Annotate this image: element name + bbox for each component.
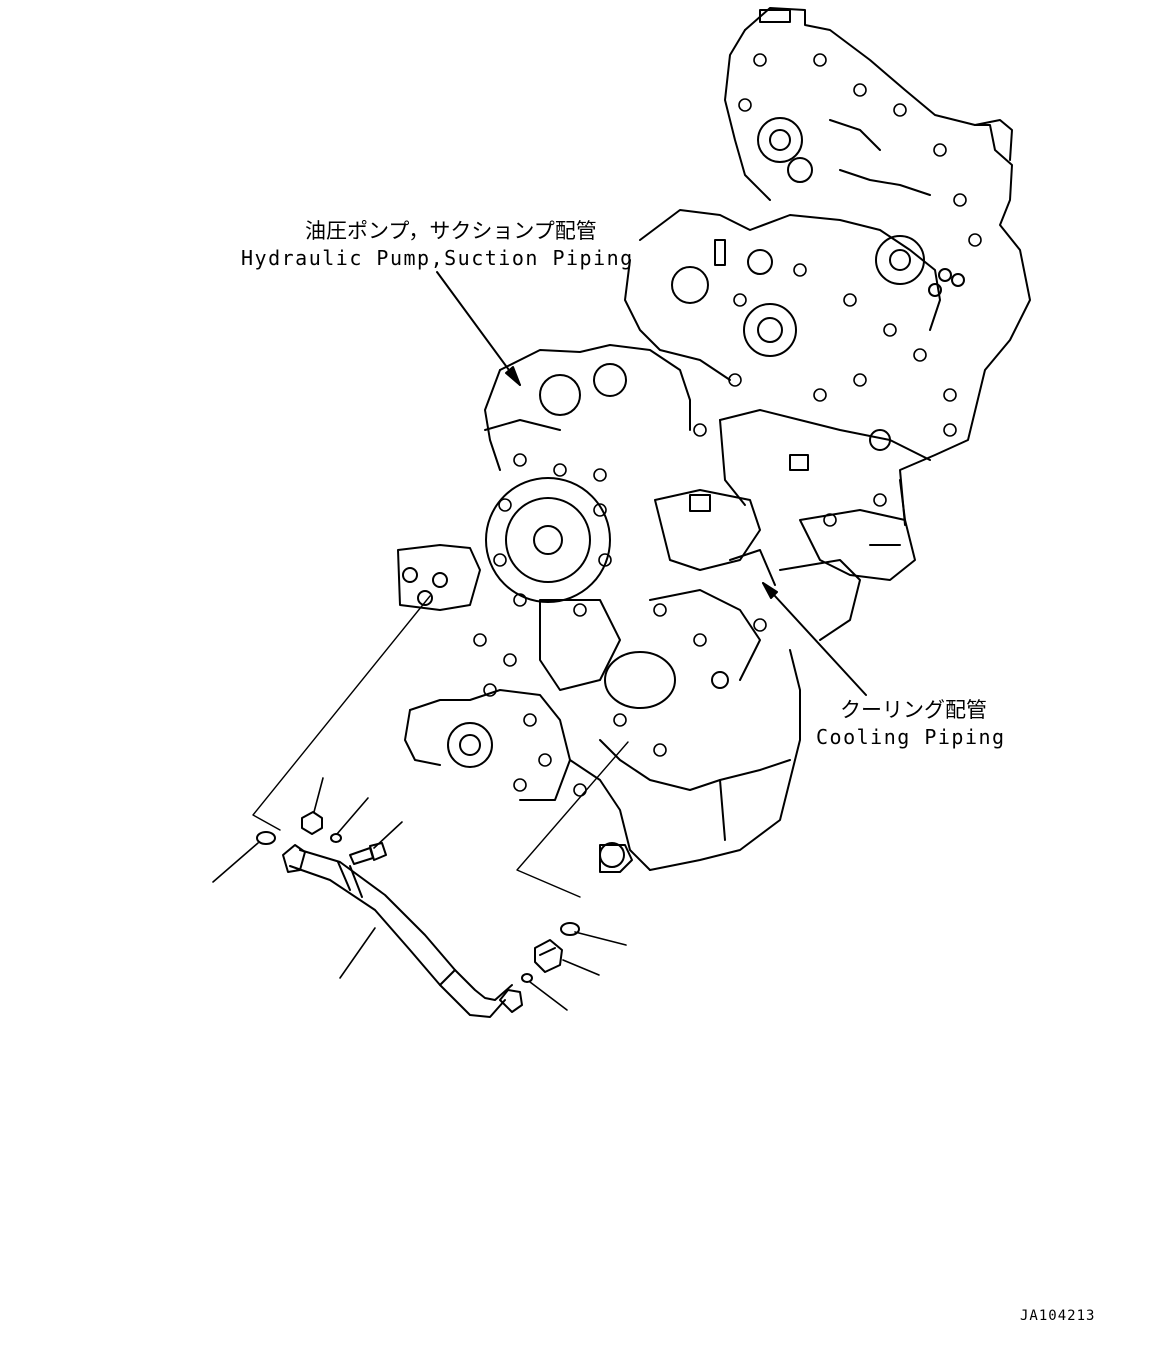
suction-hose	[282, 844, 523, 1018]
hydraulic-pump-label-en: Hydraulic Pump,Suction Piping	[241, 246, 634, 270]
adapter-fitting	[534, 939, 563, 973]
o-ring-right	[560, 922, 580, 936]
o-ring-left	[256, 831, 276, 845]
washer	[330, 833, 342, 843]
hydraulic-pump-label-jp: 油圧ポンプ，サクションプ配管	[305, 219, 597, 243]
cooling-label-en: Cooling Piping	[816, 725, 1006, 749]
reference-lines	[252, 595, 629, 898]
bolt	[349, 842, 387, 865]
engine-assembly	[397, 7, 1031, 873]
plug	[301, 811, 323, 835]
cooling-label-jp: クーリング配管	[840, 698, 987, 722]
drawing-id: JA104213	[1020, 1308, 1096, 1324]
cooling-leader	[762, 582, 867, 696]
o-ring-small	[521, 973, 533, 983]
part-leaders	[212, 777, 627, 1011]
exploded-parts	[256, 811, 580, 1018]
hydraulic-pump-leader	[436, 271, 521, 386]
